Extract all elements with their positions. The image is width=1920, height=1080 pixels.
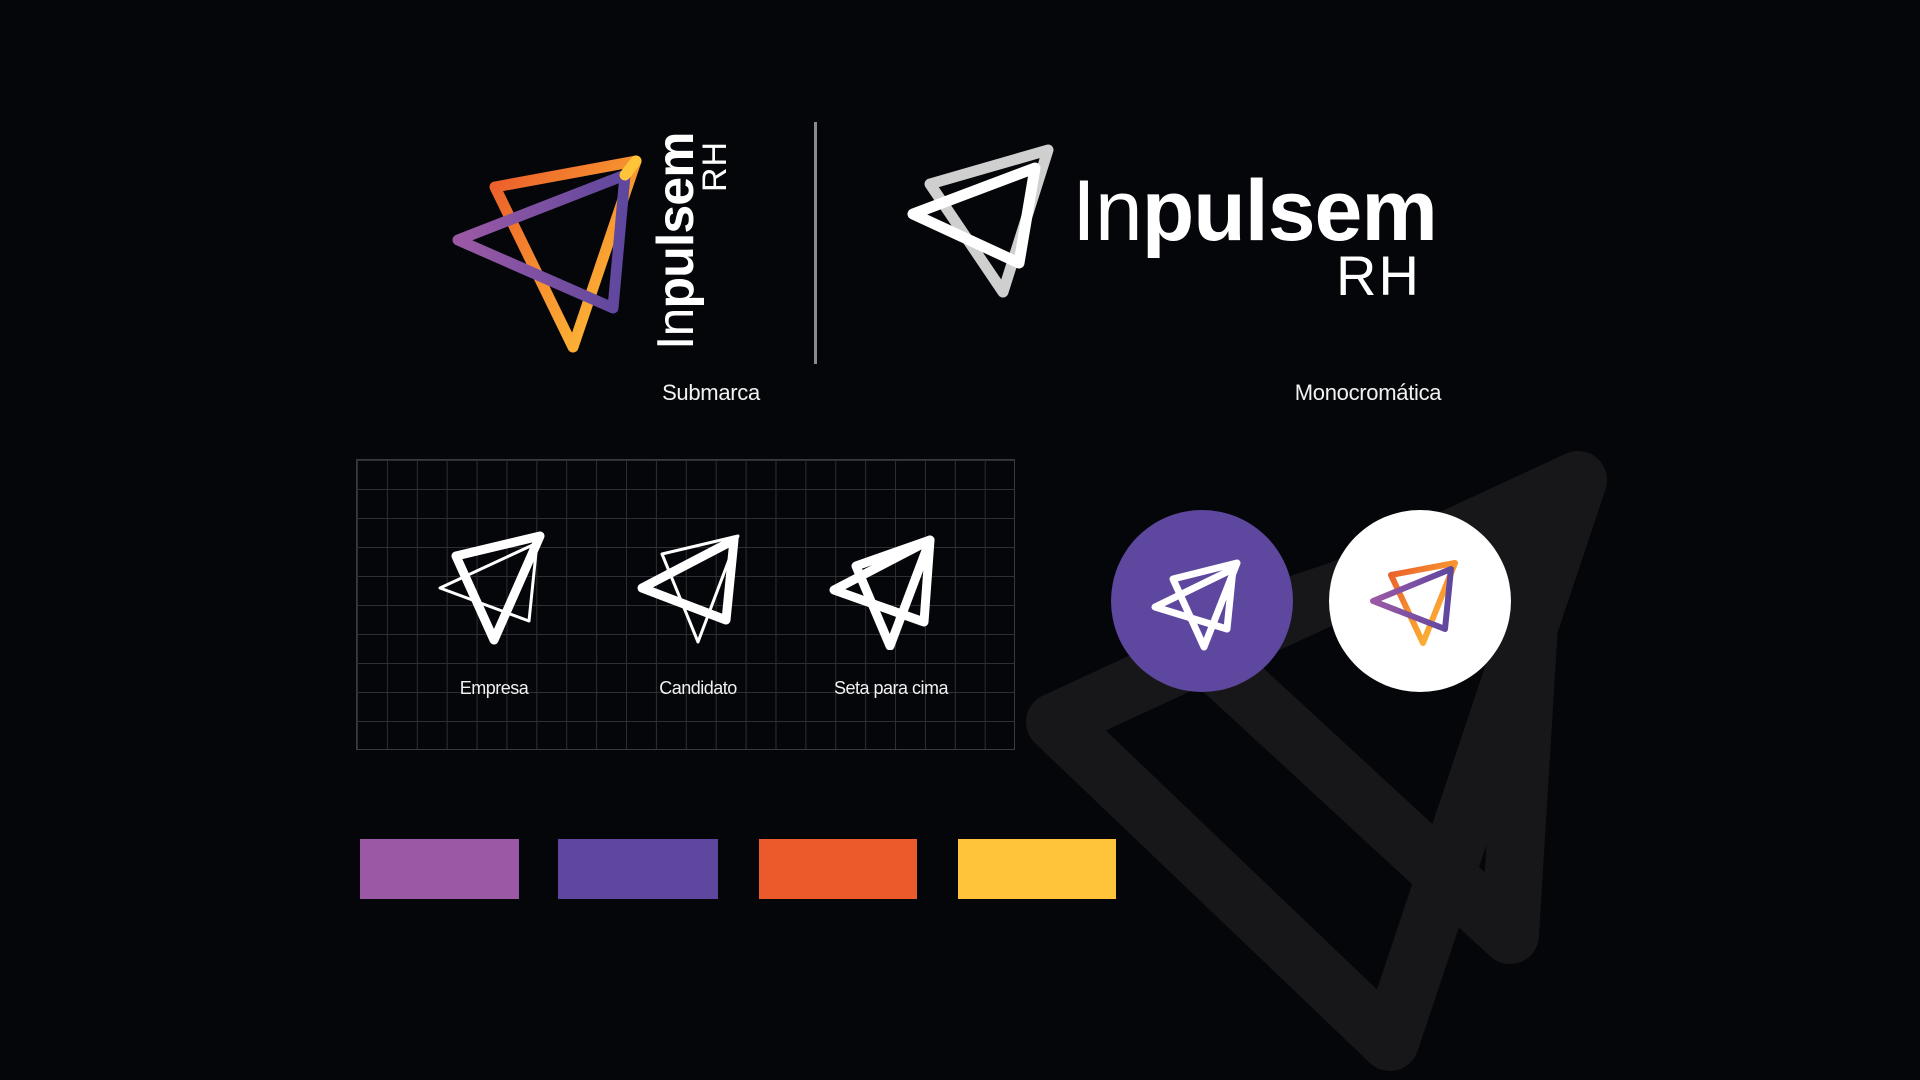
monochrome-rh: RH [1336, 244, 1421, 307]
candidato-label: Candidato [659, 678, 737, 698]
candidato-icon [637, 534, 740, 644]
swatch-orange [759, 839, 917, 899]
submarca-rh: RH [696, 140, 734, 192]
logo-mark-color-icon [1370, 560, 1458, 646]
purple-app-icon [1111, 510, 1293, 692]
submarca-logo-mark-icon [452, 155, 642, 353]
monochrome-logo-mark-icon [907, 144, 1054, 298]
empresa-icon [438, 531, 545, 645]
seta-para-cima-icon [829, 535, 935, 650]
divider [814, 122, 817, 364]
monochrome-wordmark: Inpulsem [1072, 163, 1438, 259]
swatch-yellow [958, 839, 1116, 899]
submarca-label: Submarca [662, 380, 760, 405]
empresa-label: Empresa [459, 678, 529, 698]
white-app-icon [1329, 510, 1511, 692]
swatch-purple-light [360, 839, 519, 899]
logo-mark-white-icon [1151, 559, 1241, 651]
monocromatica-label: Monocromática [1294, 380, 1442, 405]
seta-para-cima-label: Seta para cima [833, 678, 949, 698]
submarca-wordmark: Inpulsem [647, 132, 705, 350]
swatch-purple-dark [558, 839, 718, 899]
